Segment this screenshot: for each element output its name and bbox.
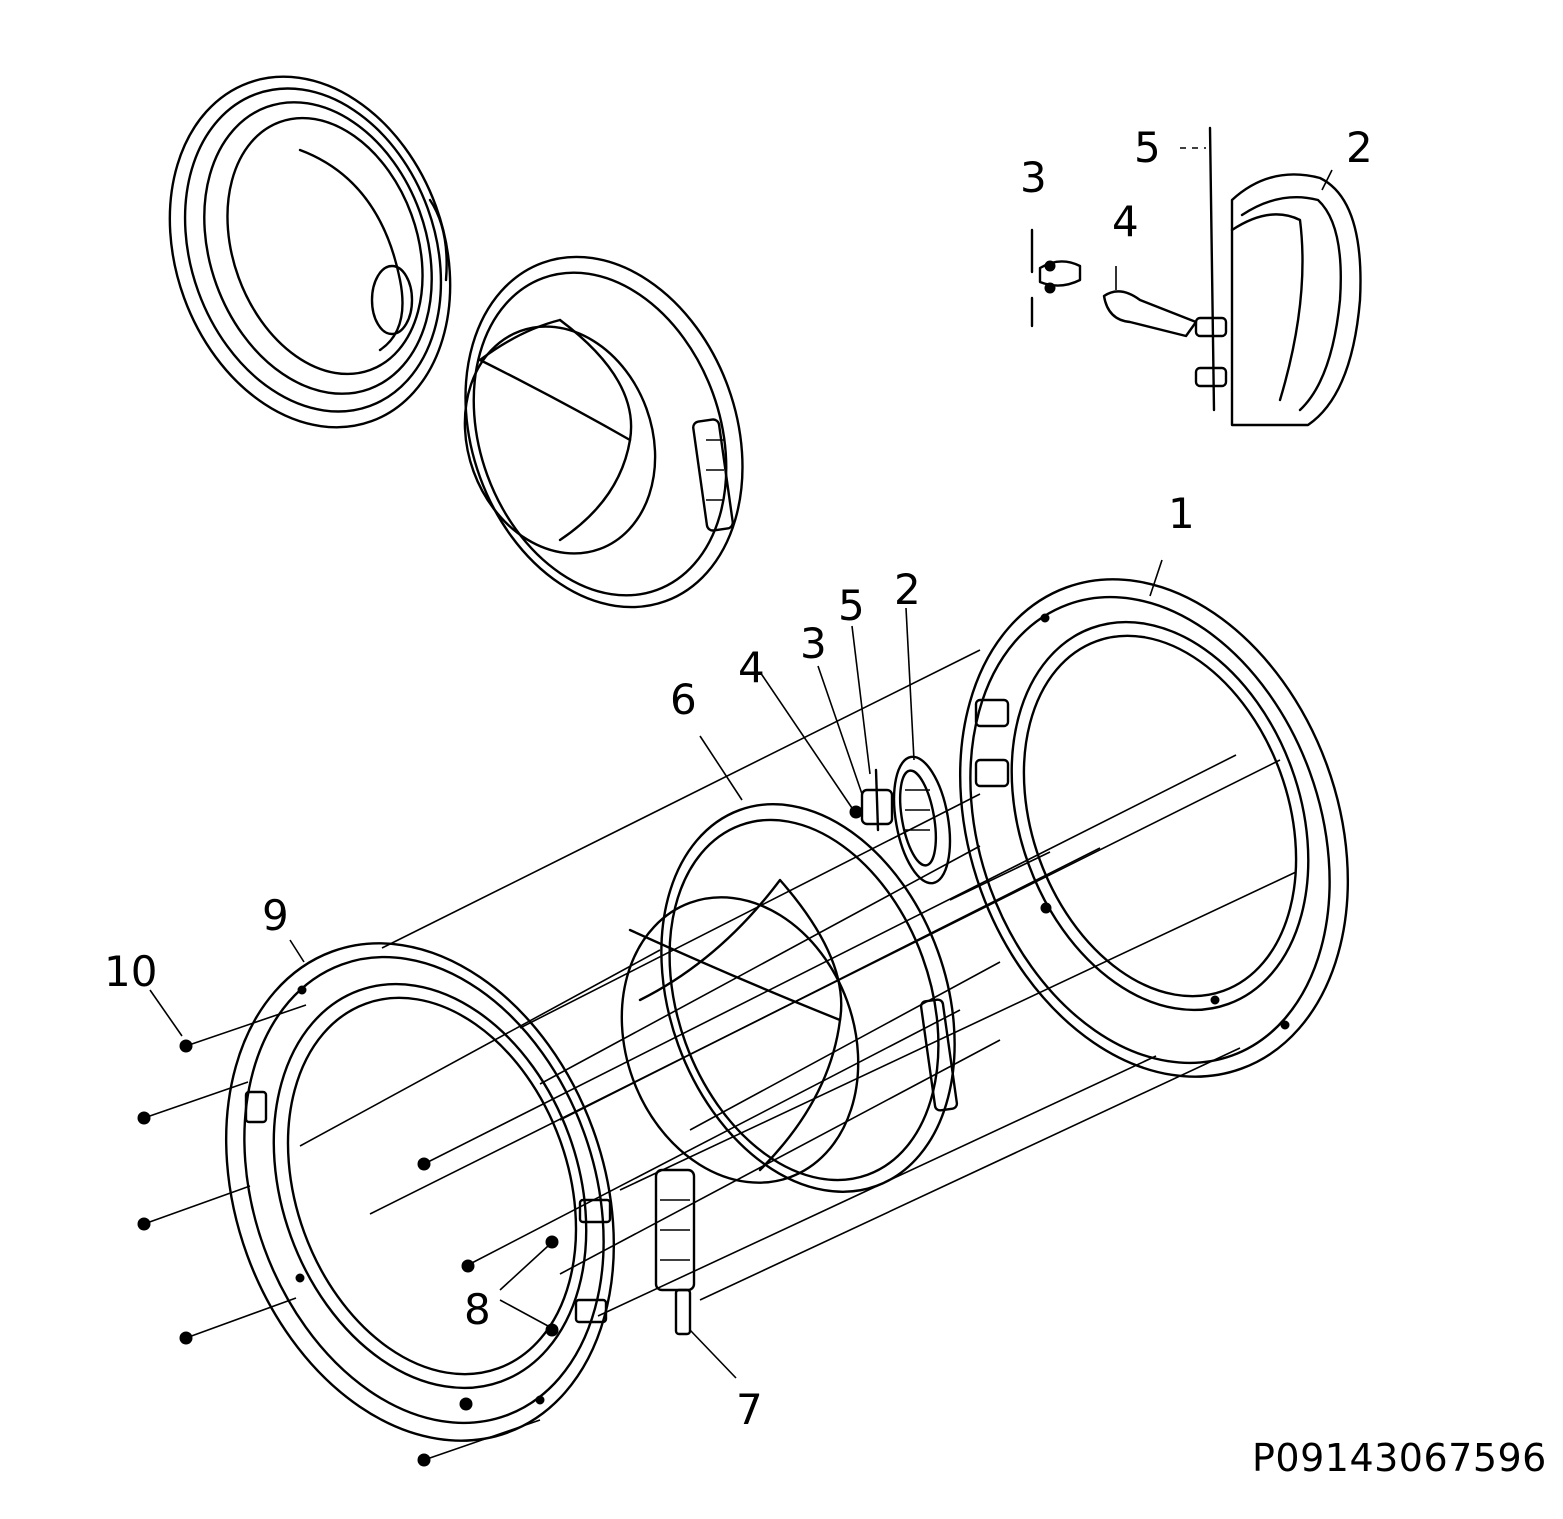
label-part-9: 9	[262, 891, 289, 940]
label-topright-4: 4	[1112, 197, 1139, 246]
label-topright-2: 2	[1346, 123, 1373, 172]
label-part-3: 3	[800, 619, 827, 668]
part-1-door-frame	[958, 578, 1350, 1078]
door-gasket-topleft	[168, 75, 452, 429]
label-topright-3: 3	[1020, 153, 1047, 202]
assembly-guide-lines	[143, 649, 1297, 1461]
parts-3-4-5-hinge-pieces	[849, 768, 894, 832]
leader-lines	[149, 169, 1333, 1379]
label-part-2: 2	[894, 565, 921, 614]
label-part-5: 5	[838, 581, 865, 630]
label-topright-5: 5	[1134, 123, 1161, 172]
label-part-8: 8	[464, 1285, 491, 1334]
label-part-7: 7	[736, 1385, 763, 1434]
label-part-10: 10	[104, 947, 157, 996]
hinge-cover-assembly-topright	[1030, 126, 1362, 427]
diagram-reference-code: P09143067596	[1252, 1436, 1547, 1480]
screws	[137, 1039, 559, 1467]
label-part-6: 6	[670, 675, 697, 724]
part-9-outer-door-ring	[224, 942, 616, 1442]
part-7-hinge	[654, 1168, 696, 1336]
part-6-door-glass	[620, 803, 959, 1193]
label-part-1: 1	[1168, 489, 1195, 538]
label-part-4: 4	[738, 643, 765, 692]
part-2-hinge-cover	[892, 755, 952, 885]
door-inner-assembly-topleft	[463, 255, 744, 609]
